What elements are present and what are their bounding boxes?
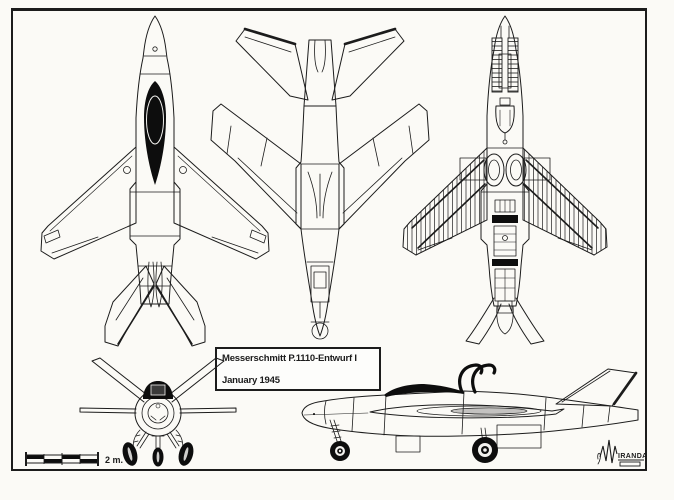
cutaway-v-tail [465,297,545,345]
side-view-canopy [384,384,464,397]
cutaway-intake-trunks [480,147,530,193]
front-view-wings [79,407,237,414]
cutaway-cockpit-seat [495,97,515,145]
top-view-left-wing [40,146,137,260]
border-frame [11,8,647,471]
top-view-right-wing [173,146,270,260]
side-view-wing-profile [369,404,565,419]
top-view-fuselage [129,15,181,305]
underside-v-tail [235,27,405,107]
cutaway-gun-bay [491,25,519,93]
title-line-1: Messerschmitt P.1110-Entwurf I [222,353,357,364]
top-view-canopy [144,81,166,185]
top-view-drawing [40,15,270,347]
cutaway-view-drawing [402,15,608,345]
underside-left-wing [210,103,302,230]
cutaway-right-wing [522,146,608,256]
underside-view-drawing [210,27,430,340]
signature-flourish [597,452,601,465]
front-view-landing-gear [122,429,194,467]
scale-bar: 2 m. [24,450,123,468]
cutaway-engine [492,199,518,314]
scale-bar-label: 2 m. [105,455,124,465]
signature-box [619,461,641,467]
signature-text: IRANDA [618,453,648,460]
title-box: Messerschmitt P.1110-Entwurf I January 1… [215,347,381,391]
front-view-drawing [79,357,237,467]
title-line-2: January 1945 [222,374,280,386]
artist-signature: IRANDA [597,439,648,467]
underside-fuselage [295,105,345,340]
scale-bar-graphic [25,452,99,466]
side-view-antenna-masts [458,363,497,394]
front-view-canopy [143,381,173,399]
cutaway-left-wing [402,146,488,256]
underside-right-wing [338,103,430,230]
side-view-v-tail [555,368,638,407]
front-view-v-tail [91,357,225,403]
signature-monogram-m [599,439,618,464]
side-view-landing-gear [329,419,542,463]
side-view-drawing [301,363,639,463]
top-view-v-tail [104,261,206,347]
